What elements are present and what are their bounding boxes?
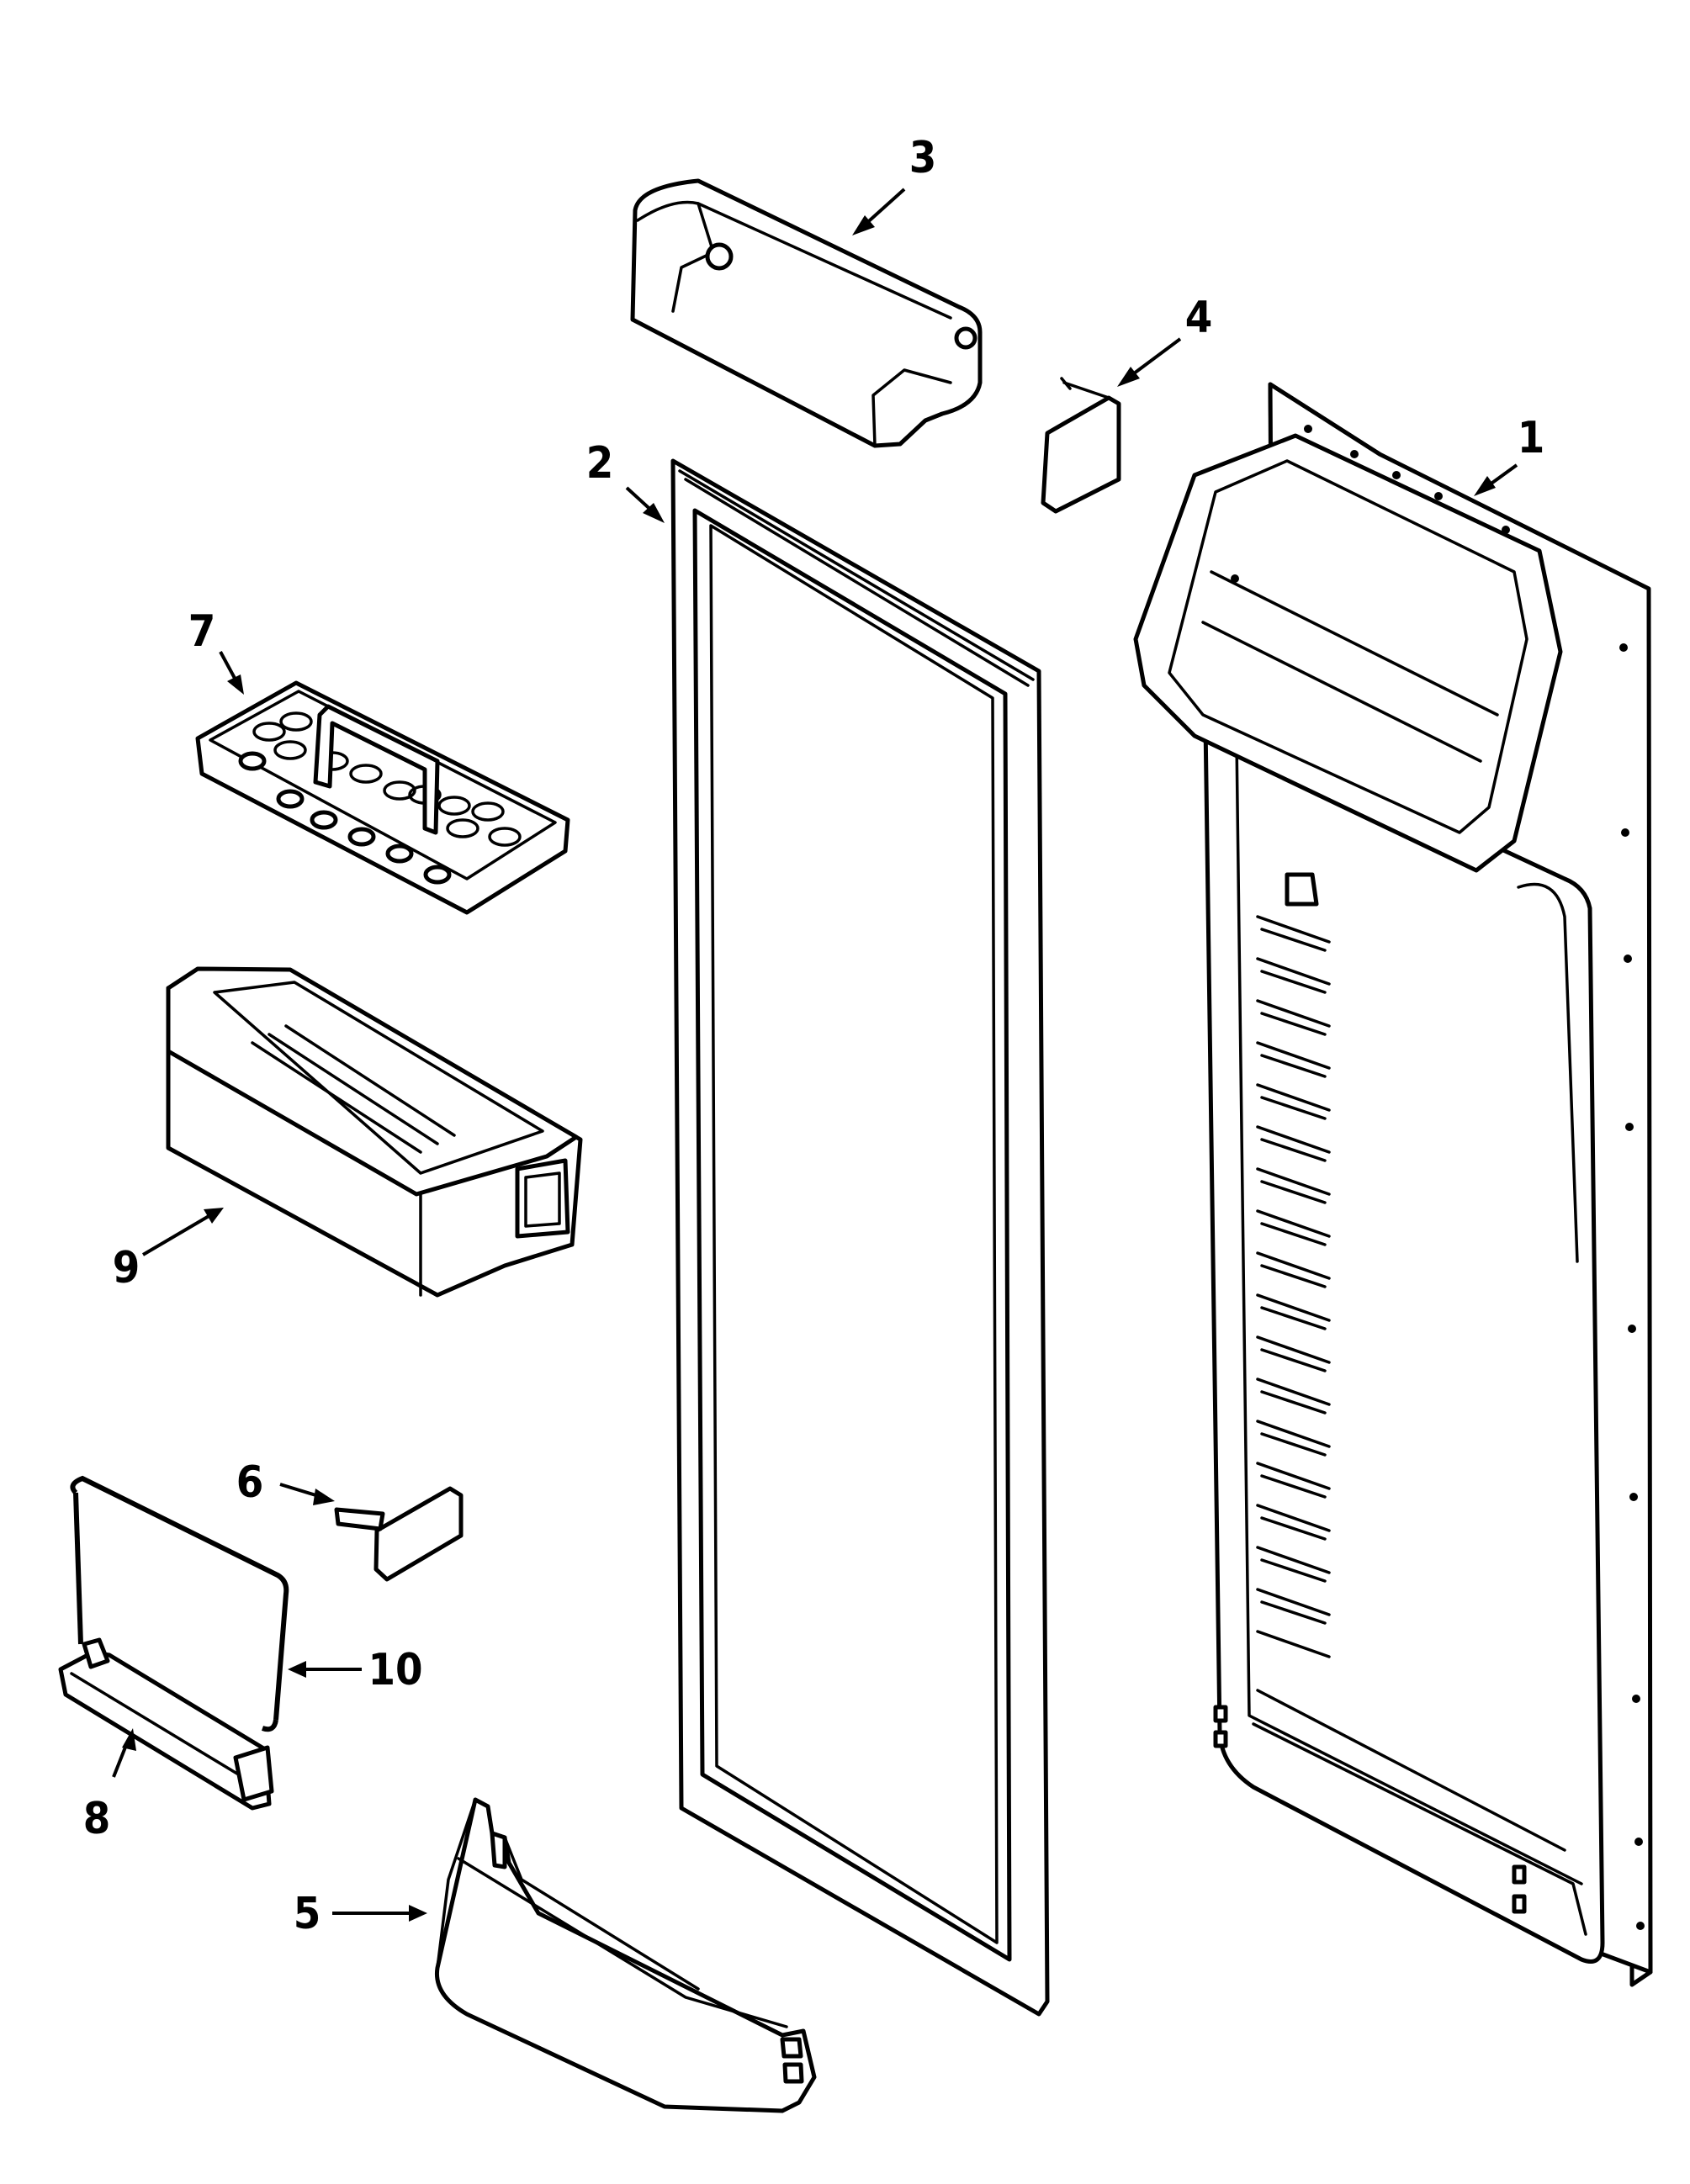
part-7-egg-tray xyxy=(195,680,570,915)
part-10-wire-rail xyxy=(70,1475,289,1732)
part-4-flap xyxy=(1041,377,1121,514)
callout-1: 1 xyxy=(1518,413,1545,463)
callout-3: 3 xyxy=(909,133,937,183)
callout-10: 10 xyxy=(368,1645,422,1695)
part-1-door-liner xyxy=(1133,382,1653,1987)
callout-7: 7 xyxy=(188,606,216,657)
part-6-clip xyxy=(334,1486,464,1582)
part-5-lower-bin xyxy=(434,1797,817,2113)
callout-9: 9 xyxy=(113,1243,140,1293)
callout-8: 8 xyxy=(83,1794,111,1844)
part-2-door-gasket xyxy=(670,458,1050,2017)
callout-labels: 1 2 3 4 5 6 7 8 9 10 xyxy=(83,133,1545,1939)
callout-6: 6 xyxy=(236,1457,264,1508)
callout-4: 4 xyxy=(1185,293,1213,343)
part-9-door-bin xyxy=(166,966,583,1298)
liner-ribs xyxy=(1256,872,1331,1658)
part-8-rail-bracket xyxy=(58,1637,274,1811)
leader-lines xyxy=(112,188,1518,1922)
callout-5: 5 xyxy=(294,1889,321,1939)
callout-2: 2 xyxy=(586,438,614,489)
part-3-dairy-cover xyxy=(630,178,983,448)
